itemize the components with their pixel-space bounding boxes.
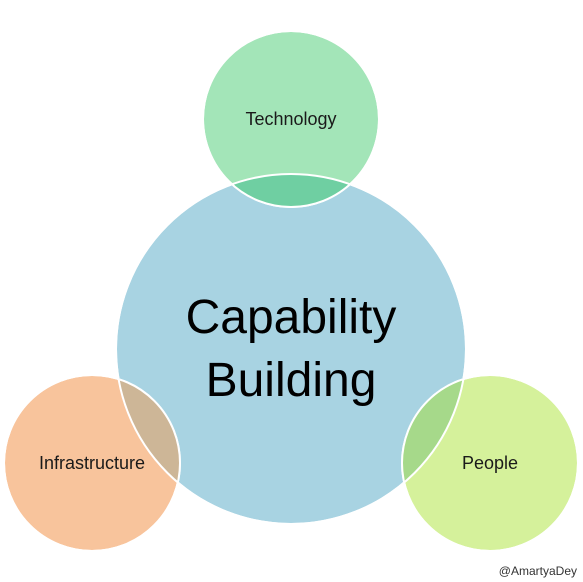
center-label-line2: Building — [206, 354, 377, 407]
people-label: People — [462, 453, 518, 473]
technology-label: Technology — [245, 109, 336, 129]
author-credit: @AmartyaDey — [498, 564, 577, 578]
center-label-line1: Capability — [186, 291, 397, 344]
infrastructure-label: Infrastructure — [39, 453, 145, 473]
